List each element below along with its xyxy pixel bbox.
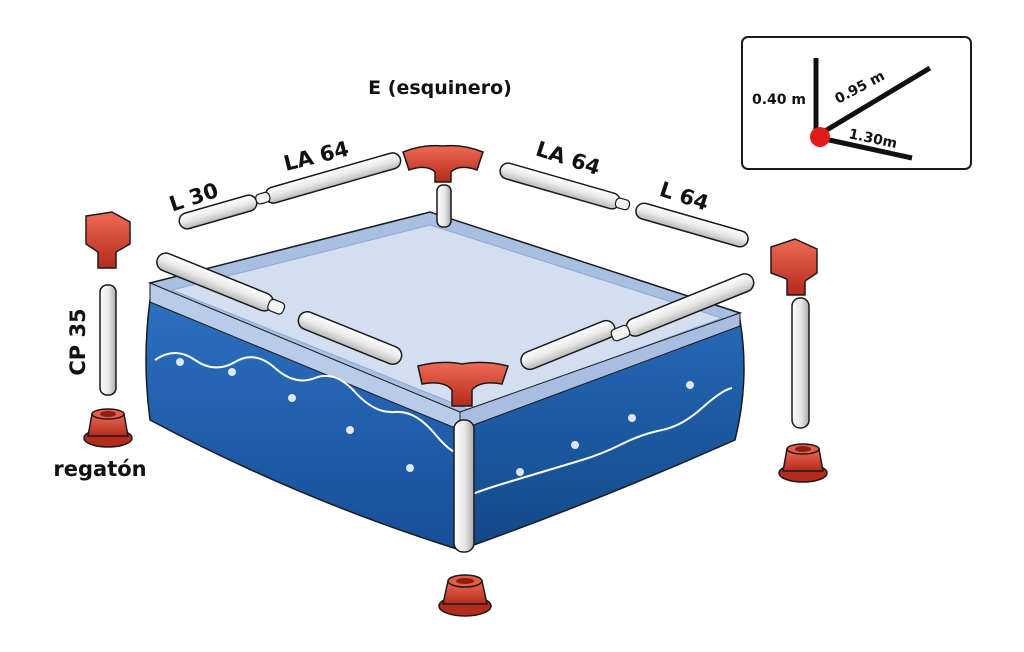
inset-length-line [819,135,913,161]
pipe-right-vertical [791,297,810,429]
pipe-front-left-short [297,311,403,365]
foot-left [83,408,133,448]
pipe-cp35 [99,284,117,396]
top-frame-pipes [156,152,755,371]
pool-wave-ornaments [176,358,694,476]
inset-frame [741,36,972,170]
pool-body [145,211,745,552]
pipe-la64-right [499,162,631,211]
pipe-front-vertical [453,419,475,553]
vertical-pipes [99,184,810,553]
foot-front [438,574,492,617]
pool-wave-right [461,387,733,499]
label-corner: E (esquinero) [368,77,512,99]
connector-right [770,238,818,296]
pipe-front-right-short [520,319,616,371]
connector-back [402,144,484,183]
pool-wave-left [154,352,461,453]
dimensions-inset: 0.40 m 0.95 m 1.30m [741,36,972,170]
label-cp35: CP 35 [66,308,90,375]
label-foot: regatón [53,457,146,481]
pipe-l64 [635,202,749,248]
pool-left-wall [145,298,461,552]
inset-diagonal-line [818,65,932,137]
connector-front [417,361,509,407]
pipe-front-right-long [610,273,755,342]
pipe-back-vertical [436,184,452,228]
pool-water-surface [170,224,724,411]
pool-right-wall [459,318,745,552]
corner-connectors [85,144,818,407]
pipe-front-left-long [156,252,286,315]
connector-left [85,211,131,269]
inset-origin-dot [810,127,830,147]
inset-height-label: 0.40 m [752,92,806,108]
feet [83,408,828,617]
pipe-la64-left [255,152,402,205]
foot-right [778,443,828,483]
